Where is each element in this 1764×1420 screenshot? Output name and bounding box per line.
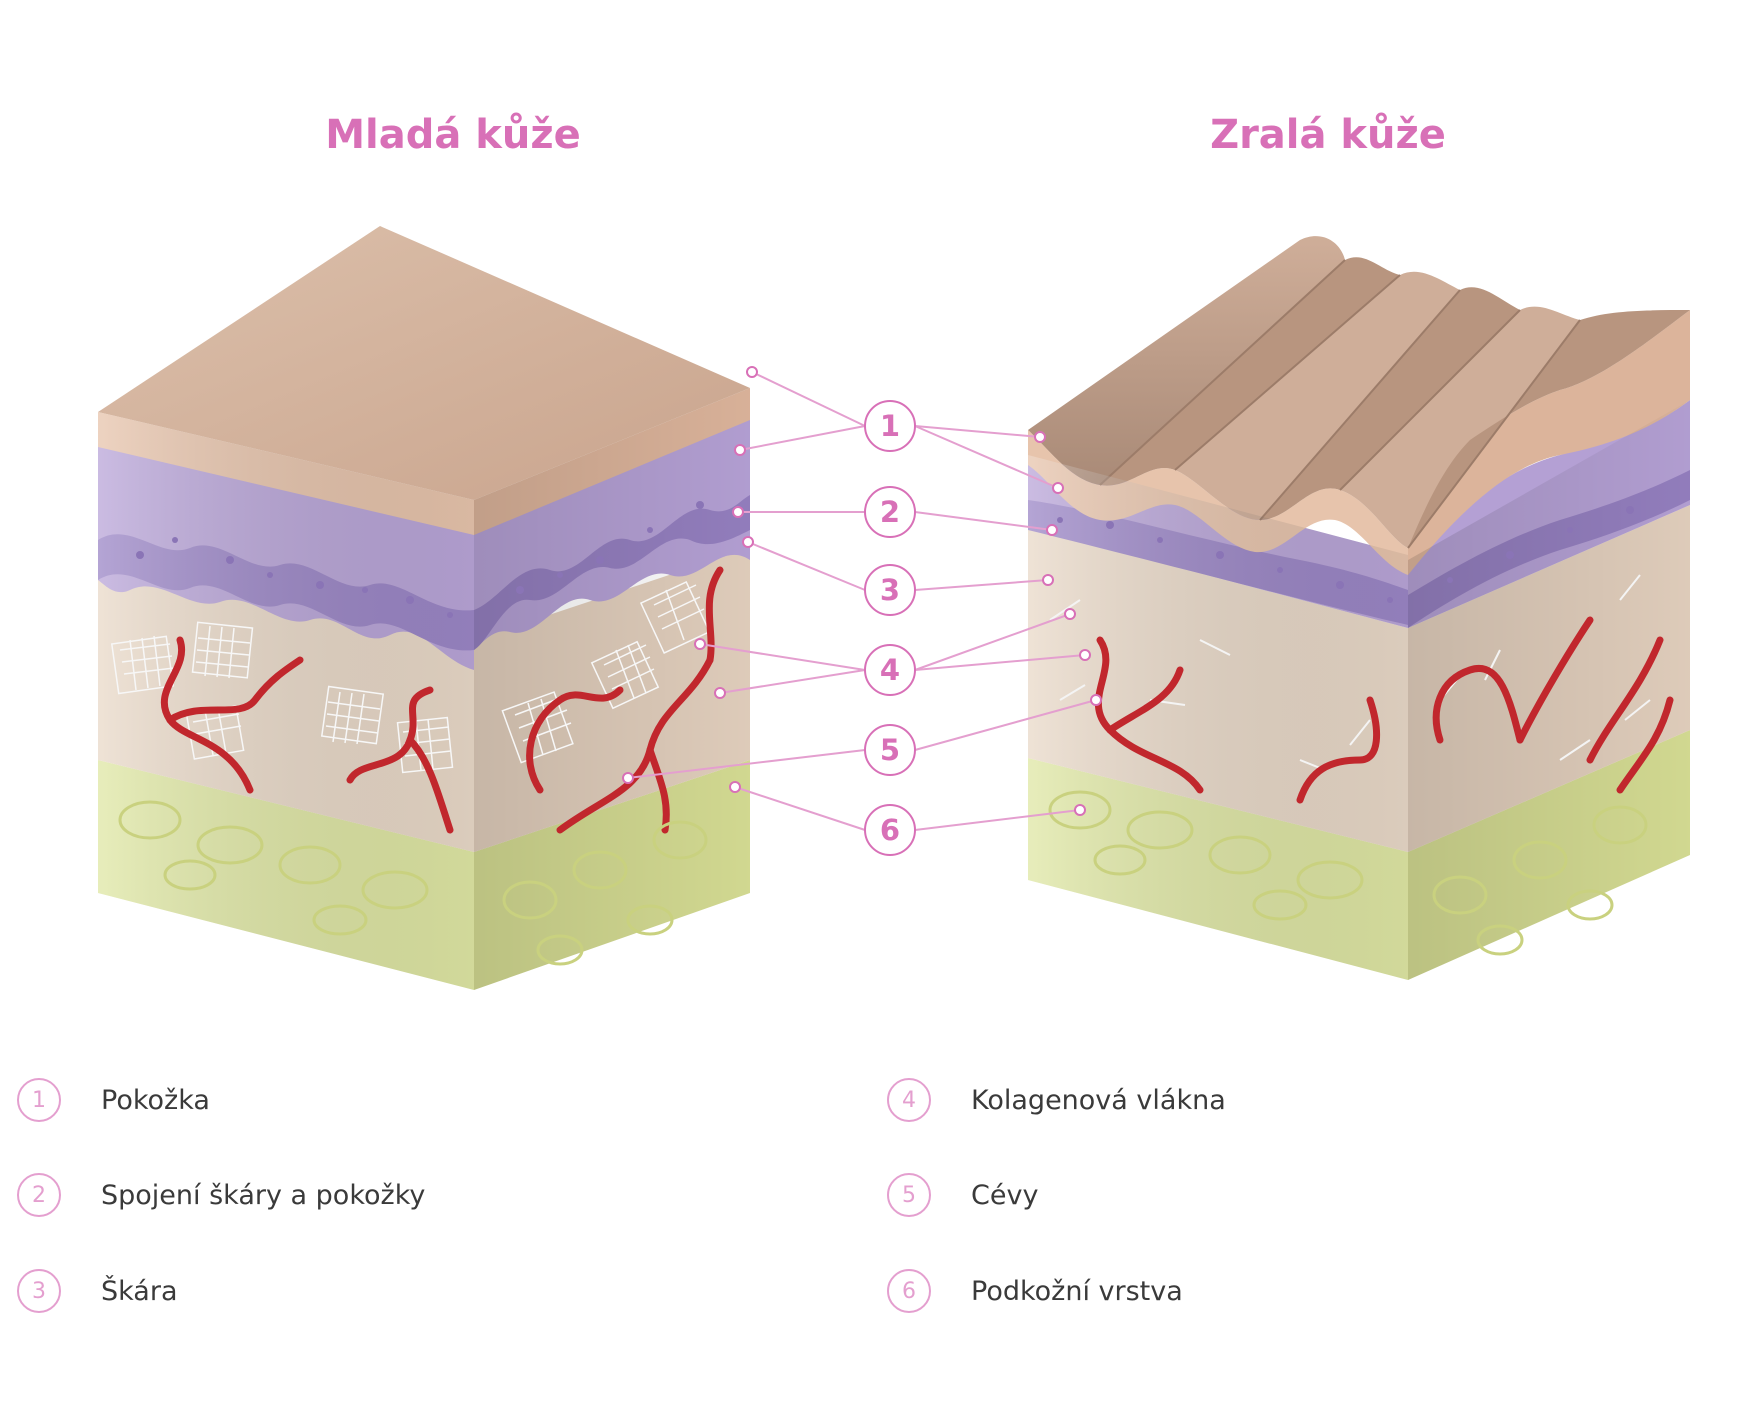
callout-2: 2	[864, 486, 916, 538]
legend-item-6: 6 Podkožní vrstva	[887, 1266, 1183, 1316]
legend-number: 6	[887, 1269, 931, 1313]
callout-5: 5	[864, 724, 916, 776]
young-skin-block	[98, 226, 750, 990]
legend-item-4: 4 Kolagenová vlákna	[887, 1075, 1226, 1125]
svg-text:6: 6	[880, 813, 900, 847]
svg-text:3: 3	[880, 573, 900, 607]
legend-item-1: 1 Pokožka	[17, 1075, 210, 1125]
mature-subcutis-cells	[1048, 790, 1648, 956]
mature-epidermis-left	[1028, 430, 1408, 575]
legend-number: 3	[17, 1269, 61, 1313]
legend-number: 1	[17, 1078, 61, 1122]
mature-epidermis-right	[1408, 310, 1690, 575]
mature-skin-surface	[1028, 236, 1345, 485]
mature-collagen-fibers	[1049, 574, 1651, 771]
legend-item-5: 5 Cévy	[887, 1170, 1038, 1220]
young-junction-dots	[136, 501, 704, 618]
mature-skin-block	[1028, 236, 1690, 980]
mature-wrinkle-lines	[1099, 259, 1581, 549]
young-blood-vessels	[160, 566, 724, 834]
legend-number: 2	[17, 1173, 61, 1217]
legend-label: Podkožní vrstva	[971, 1275, 1183, 1307]
legend-number: 4	[887, 1078, 931, 1122]
legend-label: Kolagenová vlákna	[971, 1084, 1226, 1116]
mature-skin-title: Zralá kůže	[1210, 112, 1446, 158]
legend-label: Cévy	[971, 1179, 1039, 1211]
legend-label: Pokožka	[101, 1084, 210, 1116]
legend-item-3: 3 Škára	[17, 1266, 178, 1316]
callout-3: 3	[864, 564, 916, 616]
callout-anchor-dots	[622, 366, 1102, 816]
legend-label: Spojení škáry a pokožky	[101, 1179, 426, 1211]
callout-1: 1	[864, 400, 916, 452]
svg-text:2: 2	[880, 495, 900, 529]
young-subcutis-cells	[118, 800, 708, 966]
svg-text:5: 5	[880, 733, 900, 767]
mature-junction-dots	[1057, 506, 1634, 603]
young-skin-title: Mladá kůže	[325, 112, 581, 158]
callout-6: 6	[864, 804, 916, 856]
young-skin-surface	[98, 226, 750, 500]
legend-label: Škára	[101, 1275, 178, 1307]
svg-text:4: 4	[880, 653, 900, 687]
callout-4: 4	[864, 644, 916, 696]
svg-text:1: 1	[880, 409, 900, 443]
callout-lines	[627, 371, 1097, 831]
legend-item-2: 2 Spojení škáry a pokožky	[17, 1170, 425, 1220]
mature-blood-vessels	[1095, 616, 1674, 804]
legend-number: 5	[887, 1173, 931, 1217]
